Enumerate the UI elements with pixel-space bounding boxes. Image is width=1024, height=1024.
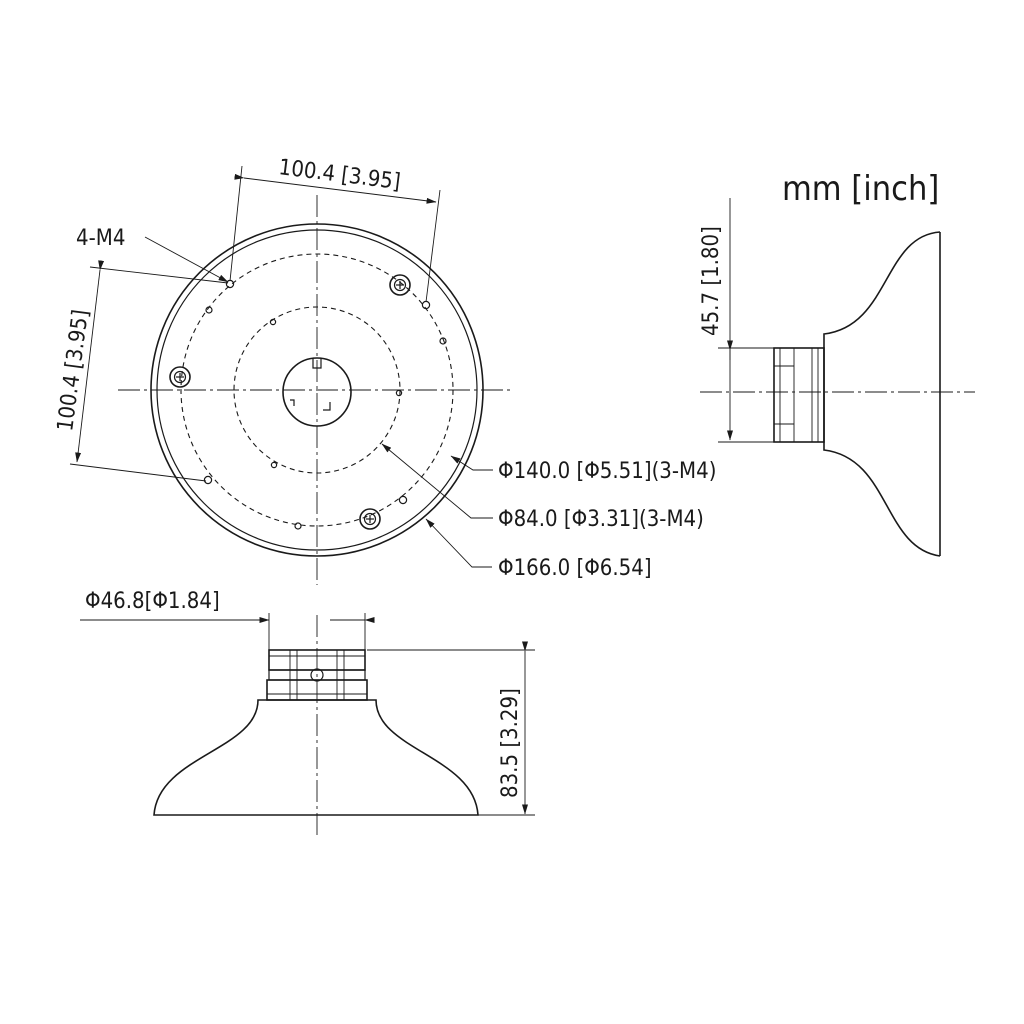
neck-lower-ring [266, 679, 368, 701]
top-height-dimension: 100.4 [3.95] [53, 260, 229, 482]
top-width-dim-text: 100.4 [3.95] [277, 155, 402, 195]
side-neck [773, 347, 825, 443]
callout-bolt-circle-140: Φ140.0 [Φ5.51](3-M4) [498, 459, 716, 484]
base-dome-profile [153, 699, 479, 816]
front-height-dimension: 83.5 [3.29] [367, 641, 535, 816]
front-height-text: 83.5 [3.29] [498, 688, 523, 798]
neck-notch-top [312, 358, 322, 369]
side-height-text: 45.7 [1.80] [699, 226, 724, 336]
m4-holes [203, 279, 447, 530]
callout-leaders: Φ140.0 [Φ5.51](3-M4) Φ84.0 [Φ3.31](3-M4)… [381, 443, 716, 581]
bolt-circle-140 [180, 253, 454, 527]
mounting-screw-bottom [359, 508, 381, 530]
base-inner-rim [156, 229, 478, 551]
neck-diameter-dimension: Φ46.8[Φ1.84] [80, 589, 375, 650]
mounting-screw-left [169, 366, 191, 388]
neck-diameter-text: Φ46.8[Φ1.84] [85, 589, 220, 614]
screw-label: 4-M4 [76, 226, 125, 251]
callout-bolt-circle-84: Φ84.0 [Φ3.31](3-M4) [498, 507, 704, 532]
front-view: Φ46.8[Φ1.84] 83.5 [3.29] [80, 589, 535, 838]
screw-label-leader: 4-M4 [76, 226, 229, 283]
top-view: 100.4 [3.95] 100.4 [3.95] 4-M4 Φ140.0 [Φ… [53, 155, 716, 585]
neck-notch-left [290, 399, 295, 406]
neck-detail-lines [267, 650, 367, 700]
base-outer-rim [150, 223, 484, 557]
callout-outer-diameter: Φ166.0 [Φ6.54] [498, 556, 652, 581]
units-label: mm [inch] [782, 169, 939, 209]
side-height-dimension: 45.7 [1.80] [699, 198, 774, 443]
side-neck-detail-lines [774, 348, 819, 442]
mounting-screw-top-right [389, 274, 411, 296]
central-neck-hole [282, 357, 352, 427]
side-dome-profile [823, 231, 941, 557]
side-view: 45.7 [1.80] [699, 198, 975, 557]
neck-notch-right [323, 402, 331, 411]
